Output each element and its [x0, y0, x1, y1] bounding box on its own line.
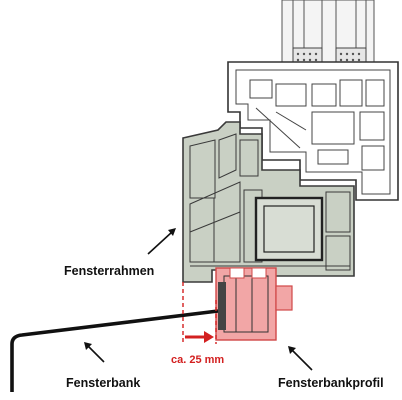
window-frame-profile: [182, 121, 355, 283]
label-overlap-dimension: ca. 25 mm: [171, 354, 224, 366]
sill-profile-leader-arrow: [288, 346, 313, 371]
frame-leader-arrow: [147, 228, 176, 255]
sill-profile: [215, 267, 293, 341]
label-sill-profile: Fensterbankprofil: [278, 376, 384, 390]
sash-profile: [227, 61, 399, 201]
sill-leader-arrow: [84, 342, 105, 363]
label-sill: Fensterbank: [66, 376, 140, 390]
label-frame: Fensterrahmen: [64, 264, 154, 278]
arrow-right-icon: [185, 331, 214, 343]
window-sill-line: [10, 309, 219, 392]
